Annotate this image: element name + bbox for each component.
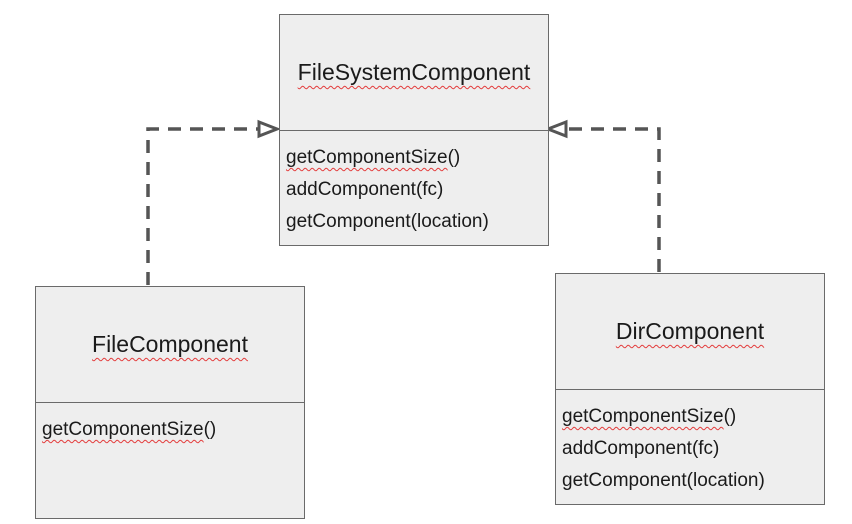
class-name-section: FileComponent [36,287,304,403]
method-get-component[interactable]: getComponent(location) [562,465,824,497]
method-args: () [447,147,461,168]
method-add-component[interactable]: addComponent(fc) [562,433,824,465]
method-name: addComponent [562,438,692,459]
file-to-filesystem-connector [146,119,282,285]
methods-section: getComponentSize() [36,403,304,446]
method-name: addComponent [286,179,416,200]
dir-realization-arrowhead [543,119,568,139]
method-get-component[interactable]: getComponent(location) [286,206,548,238]
method-args: (location) [686,470,765,491]
method-name: getComponentSize [42,419,204,440]
dir-to-filesystem-connector [543,119,661,272]
methods-section: getComponentSize() addComponent(fc) getC… [556,390,824,497]
method-name: getComponentSize [562,406,724,427]
methods-section: getComponentSize() addComponent(fc) getC… [280,131,548,238]
method-name: getComponent [562,470,687,491]
method-add-component[interactable]: addComponent(fc) [286,174,548,206]
file-realization-arrowhead [257,119,282,139]
class-name-dir-component[interactable]: DirComponent [615,318,765,344]
method-get-component-size[interactable]: getComponentSize() [286,142,548,174]
method-args: () [723,406,737,427]
method-name: getComponent [286,211,411,232]
dir-realization-line [566,127,661,272]
class-name-file-component[interactable]: FileComponent [92,331,248,357]
method-args: (location) [410,211,489,232]
method-name: getComponentSize [286,147,448,168]
method-args: () [203,419,217,440]
class-file-component[interactable]: FileComponent getComponentSize() [35,286,305,519]
class-name-section: FileSystemComponent [280,15,548,131]
method-get-component-size[interactable]: getComponentSize() [562,401,824,433]
class-name-section: DirComponent [556,274,824,390]
class-filesystem-component[interactable]: FileSystemComponent getComponentSize() a… [279,14,549,246]
method-args: (fc) [415,179,444,200]
method-args: (fc) [691,438,720,459]
class-name-filesystem-component[interactable]: FileSystemComponent [297,59,531,85]
class-dir-component[interactable]: DirComponent getComponentSize() addCompo… [555,273,825,505]
method-get-component-size[interactable]: getComponentSize() [42,414,304,446]
file-realization-line [146,127,259,285]
